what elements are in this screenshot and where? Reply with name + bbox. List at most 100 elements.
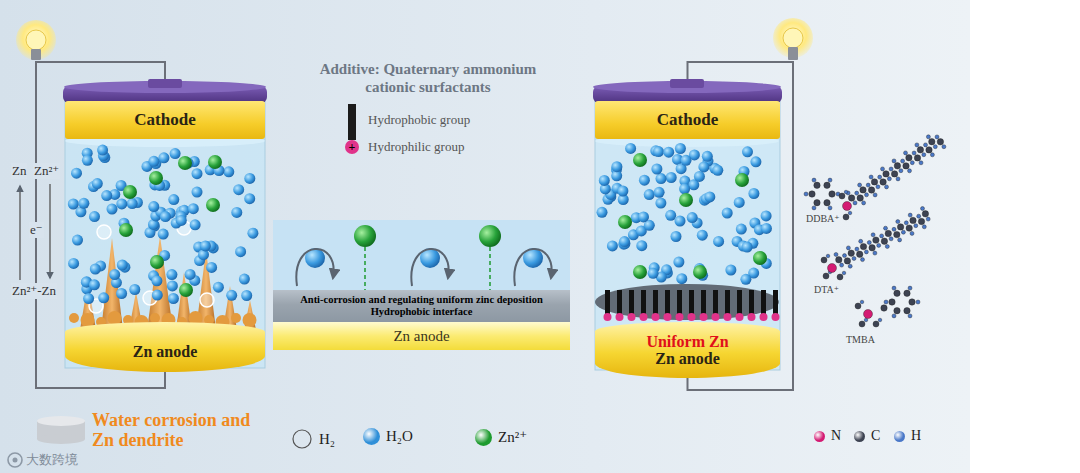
band-label: Hydrophobic interface	[371, 306, 473, 318]
carbon-atom	[829, 191, 835, 197]
carbon-atom	[881, 238, 887, 244]
hydrogen-atom	[846, 246, 850, 250]
electrode-band: Cathode	[595, 101, 780, 139]
water-molecule	[697, 230, 708, 241]
legend-text: Zn²⁺	[498, 428, 527, 446]
hydrophobic-tail	[629, 290, 634, 314]
molecule-models	[804, 135, 946, 327]
zinc-ion	[178, 156, 192, 170]
hydrogen-atom	[873, 251, 877, 255]
hydrogen-atom	[812, 206, 816, 210]
water-molecule	[676, 273, 687, 284]
hydrogen-atom	[866, 183, 870, 187]
hydrogen-bubble	[200, 293, 214, 307]
legend-text: H₂O	[386, 428, 413, 445]
water-molecule	[190, 219, 201, 230]
carbon-atom	[917, 147, 923, 153]
interface-panel	[411, 249, 448, 286]
zinc-ion	[618, 215, 632, 229]
hydrogen-atom	[926, 217, 930, 221]
water-molecule	[83, 293, 94, 304]
water-molecule	[666, 172, 677, 183]
hydrogen-atom	[916, 300, 920, 304]
hydrophilic-head	[628, 313, 636, 321]
interface-panel	[479, 225, 501, 247]
water-molecule	[235, 246, 246, 257]
water-molecule	[663, 147, 674, 158]
zinc-ion	[693, 265, 707, 279]
carbon-atom	[909, 299, 915, 305]
water-molecule	[82, 155, 93, 166]
hydrophobic-tail	[665, 290, 670, 314]
carbon-atom	[848, 195, 854, 201]
interface-panel	[296, 249, 333, 286]
water-molecule	[200, 240, 211, 251]
hydrophilic-head	[748, 313, 756, 321]
water-molecule	[644, 189, 655, 200]
water-molecule	[639, 175, 650, 186]
light-bulb	[783, 28, 803, 48]
carbon-atom	[823, 273, 829, 279]
band-label: Zn anode	[133, 343, 197, 361]
water-molecule	[742, 146, 753, 157]
hydrogen-atom	[904, 221, 908, 225]
hydrogen-atom	[864, 250, 868, 254]
water-molecule	[671, 231, 682, 242]
carbon-atom	[843, 214, 849, 220]
water-molecule	[168, 194, 179, 205]
zinc-ion	[679, 193, 693, 207]
carbon-atom	[894, 231, 900, 237]
hydrogen-atom	[869, 175, 873, 179]
reaction-arrows	[20, 184, 50, 280]
light-bulb	[26, 30, 46, 50]
carbon-atom	[891, 171, 897, 177]
hydrogen-atom	[942, 145, 946, 149]
hydrogen-atom	[917, 214, 921, 218]
hydrogen-atom	[889, 167, 893, 171]
legend-item: H₂	[291, 428, 335, 450]
hydrogen-bubble	[97, 225, 111, 239]
interface-panel	[364, 247, 366, 290]
watermark-logo	[8, 453, 22, 467]
symbol-label: Hydrophilic group	[368, 139, 464, 155]
surfactant-symbol	[348, 104, 356, 140]
zinc-deposit	[69, 313, 79, 323]
carbon-atom	[814, 200, 820, 206]
panel-heading: Additive: Quaternary ammonium cationic s…	[303, 60, 553, 96]
nitrogen-atom	[843, 202, 852, 211]
hydrogen-atom	[861, 258, 865, 262]
hydrophilic-head	[676, 313, 684, 321]
hydrogen-atom	[812, 178, 816, 182]
water-molecule	[607, 240, 618, 251]
legend-text: Water corrosion and Zn dendrite	[92, 410, 257, 450]
legend-item: C	[854, 428, 880, 444]
hydrogen-atom	[921, 207, 925, 211]
hydrogen-atom	[919, 161, 923, 165]
hydrogen-atom	[908, 169, 912, 173]
water-molecule	[158, 229, 169, 240]
water-molecule	[92, 178, 103, 189]
zinc-deposit	[231, 313, 241, 323]
electrode-band: Zn anode	[65, 322, 265, 372]
surfactant-symbol	[345, 140, 359, 154]
carbon-atom	[906, 155, 912, 161]
carbon-atom	[857, 195, 863, 201]
hydrophobic-tail	[761, 290, 766, 314]
hydrophobic-tail	[773, 290, 778, 314]
water-molecule	[151, 275, 162, 286]
carbon-atom	[859, 321, 865, 327]
hydrogen-atom	[908, 286, 912, 290]
carbon-atom	[848, 250, 854, 256]
hydrogen-atom	[840, 263, 844, 267]
bubble-outline	[293, 430, 311, 448]
band-label: Cathode	[657, 110, 718, 130]
nitrogen-atom	[828, 264, 837, 273]
hydrogen-atom	[860, 300, 864, 304]
water-molecule	[148, 201, 159, 212]
water-molecule	[655, 198, 666, 209]
carbon-atom	[904, 308, 910, 314]
hydrogen-atom	[884, 226, 888, 230]
hydrogen-atom	[878, 318, 882, 322]
water-molecule	[148, 156, 159, 167]
